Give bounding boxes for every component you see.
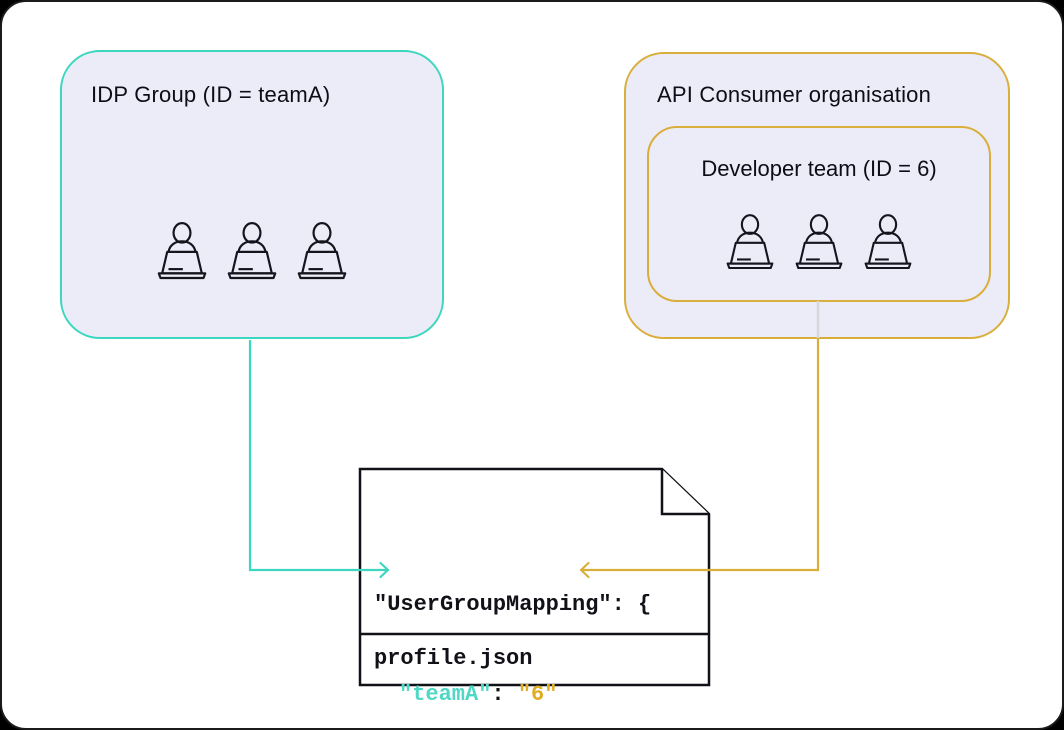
person-at-laptop-icon: [295, 222, 349, 280]
mapping-separator: :: [491, 682, 518, 707]
mapping-key: "teamA": [399, 682, 492, 707]
person-at-laptop-icon: [862, 214, 914, 270]
profile-json-code: "UserGroupMapping": { "teamA": "6" }: [374, 530, 652, 728]
folded-corner-icon: [660, 469, 709, 516]
idp-group-title: IDP Group (ID = teamA): [91, 82, 331, 107]
developer-team-title: Developer team (ID = 6): [701, 156, 937, 181]
mapping-value: "6": [517, 682, 558, 707]
api-consumer-org-title: API Consumer organisation: [657, 82, 932, 107]
person-at-laptop-icon: [793, 214, 845, 270]
developer-team-members: [649, 214, 989, 270]
idp-group-members: [62, 222, 442, 280]
code-line-2: "teamA": "6": [374, 680, 651, 710]
file-name-label: profile.json: [374, 646, 533, 671]
person-at-laptop-icon: [225, 222, 279, 280]
idp-group-box: IDP Group (ID = teamA): [60, 50, 444, 339]
developer-team-box: Developer team (ID = 6): [647, 126, 991, 302]
idp-group-connector: [248, 340, 387, 572]
person-at-laptop-icon: [155, 222, 209, 280]
code-line-1: "UserGroupMapping": {: [374, 592, 652, 617]
person-at-laptop-icon: [724, 214, 776, 270]
api-consumer-org-box: API Consumer organisation Developer team…: [624, 52, 1010, 339]
